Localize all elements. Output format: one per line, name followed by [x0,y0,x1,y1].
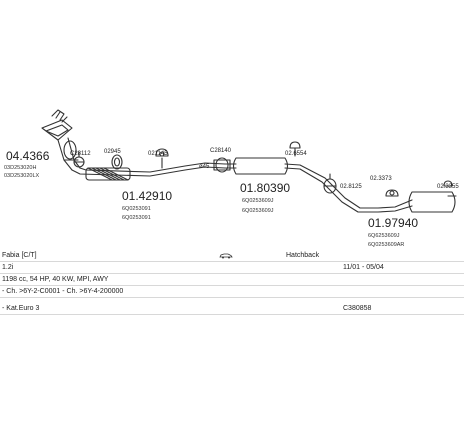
car-icon [219,253,233,259]
hanger-02-3373 [385,189,399,197]
gasket-02945 [111,154,123,170]
part4-number: 01.97940 [368,216,418,230]
hanger1-label: 021145 [148,151,168,157]
clamp3-label: C28140 [210,148,232,154]
front-pipe [71,162,226,181]
part3-code-2: 6Q0253609J [242,208,274,214]
hanger-02-6554 [289,141,301,157]
part2-code-1: 6Q0253091 [122,206,151,212]
clamp-02-8125 [323,173,337,194]
part4-code-1: 6Q6253609J [368,233,400,239]
hanger3-label: 02.3373 [370,176,392,182]
hanger-021145 [155,148,169,169]
engine-details: 1198 cc, 54 HP, 40 KW, MPI, AWY [2,276,109,283]
clamp-c28140 [213,157,231,173]
exhaust-system-diagram: 04.4366 03D253020H 03D253020LX C28112 02… [4,109,459,248]
info-row-chassis: - Ch. >6Y-2-C0001 - Ch. >6Y-4-200000 [0,286,464,298]
clamp-c28112 [73,151,85,168]
vehicle-info-table: Fabia [C/T] Hatchback 1.2i 11/01 - 05/04… [0,250,464,315]
info-row-model: Fabia [C/T] Hatchback [0,250,464,262]
part3-number: 01.80390 [240,181,290,195]
part2-code-2: 6Q0253091 [122,215,151,221]
production-period: 11/01 - 05/04 [343,264,384,271]
info-row-engine-details: 1198 cc, 54 HP, 40 KW, MPI, AWY [0,274,464,286]
engine: 1.2i [2,264,14,271]
part1-number: 04.4366 [6,149,50,163]
info-row-engine: 1.2i 11/01 - 05/04 [0,262,464,274]
part2-number: 01.42910 [122,189,172,203]
model-name: Fabia [C/T] [2,252,37,259]
hanger4-label: 02.3355 [437,184,459,190]
chassis-range: - Ch. >6Y-2-C0001 - Ch. >6Y-4-200000 [2,288,124,295]
clamp1-label: C28112 [70,151,91,157]
hanger2-label: 02.6554 [285,151,307,157]
body-type: Hatchback [286,252,320,259]
middle-silencer [224,157,379,213]
part1-code-2: 03D253020LX [4,173,40,179]
emission-standard: - Kat.Euro 3 [2,305,40,312]
part4-code-2: 6Q0253609AR [368,242,404,248]
hanger-02-3355 [443,180,453,187]
info-row-emission: - Kat.Euro 3 C380858 [0,303,464,315]
clamp4-label: 02.8125 [340,184,362,190]
size-label: ø45 [199,164,210,170]
part3-code-1: 6Q0253609J [242,198,274,204]
catalogue-number: C380858 [343,305,372,312]
rear-silencer [377,191,457,213]
part1-code-1: 03D253020H [4,165,36,171]
clamp2-label: 02945 [104,149,121,155]
